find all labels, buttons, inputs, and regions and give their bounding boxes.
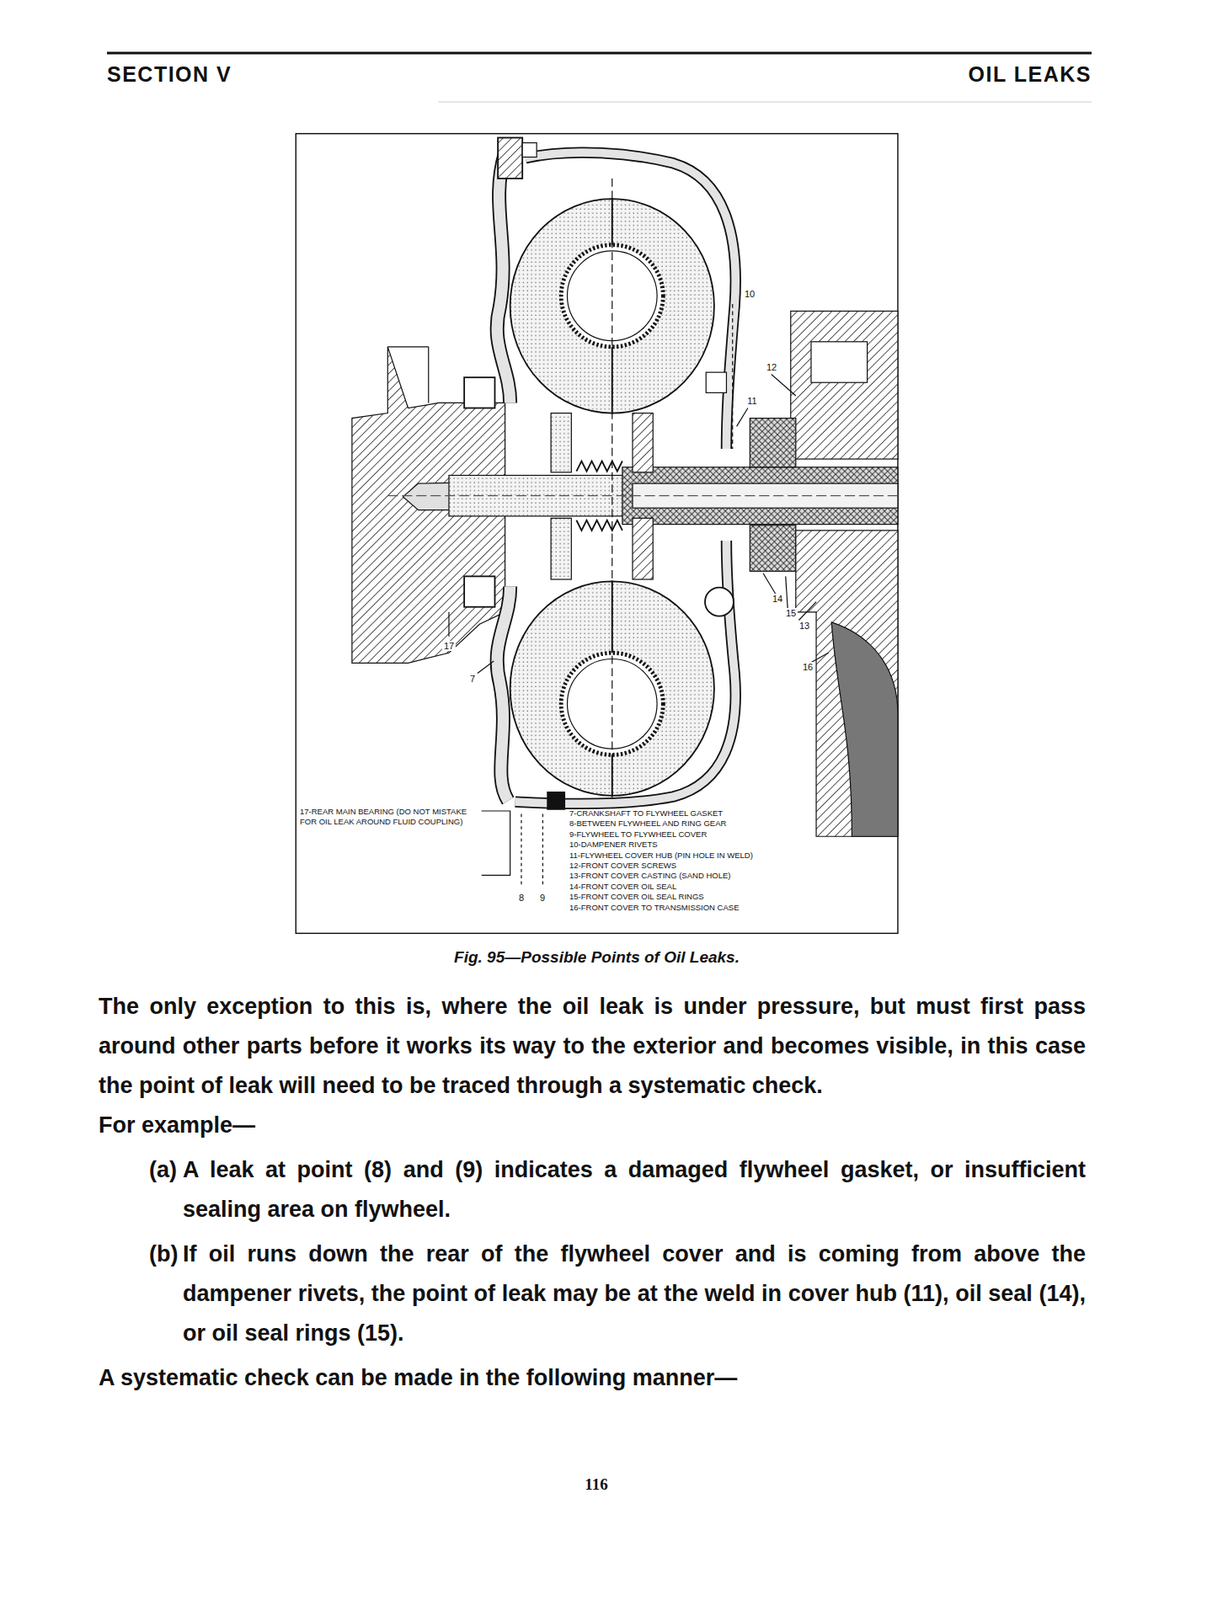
- oil-seal: [749, 525, 796, 572]
- callout-number: 15: [784, 608, 798, 619]
- legend-entry: 9-FLYWHEEL TO FLYWHEEL COVER: [569, 829, 823, 840]
- flywheel-cover: [496, 586, 511, 801]
- legend-entry: 10-DAMPENER RIVETS: [569, 839, 823, 850]
- header-rule: [106, 52, 1092, 55]
- callout-number: 14: [770, 593, 785, 604]
- body-paragraph: The only exception to this is, where the…: [98, 987, 1086, 1106]
- legend-entry: 15-FRONT COVER OIL SEAL RINGS: [569, 891, 823, 903]
- bolt: [546, 791, 566, 811]
- runner-hub: [632, 518, 653, 580]
- section-heading: SECTION V: [106, 62, 232, 87]
- transmission-case: [795, 530, 898, 837]
- legend-entry: 13-FRONT COVER CASTING (SAND HOLE): [569, 870, 823, 882]
- block-outline: [387, 346, 428, 348]
- flywheel-cover-outline: [496, 586, 511, 801]
- callout-number: 9: [538, 892, 547, 903]
- bolt: [497, 138, 523, 179]
- legend-entry: 12-FRONT COVER SCREWS: [569, 860, 823, 871]
- cover-screw: [811, 341, 868, 383]
- legend-entry: 11-FLYWHEEL COVER HUB (PIN HOLE IN WELD): [569, 850, 823, 861]
- list-item: If oil runs down the rear of the flywhee…: [182, 1234, 1086, 1354]
- callout-number: 17: [442, 640, 456, 652]
- bolt: [464, 576, 495, 607]
- body-paragraph: A systematic check can be made in the fo…: [98, 1358, 1086, 1399]
- leader-line: [731, 304, 733, 449]
- leader-line: [771, 374, 796, 396]
- body-paragraph: For example—: [98, 1105, 1086, 1146]
- runner-hub: [550, 413, 572, 473]
- flywheel-cover-outline: [496, 153, 511, 404]
- centre-line: [387, 495, 898, 497]
- list-row: (b)If oil runs down the rear of the flyw…: [149, 1234, 1086, 1354]
- runner-hub: [550, 518, 572, 580]
- callout-number: 11: [745, 395, 759, 406]
- callout-number: 10: [742, 288, 757, 300]
- leader-line: [763, 573, 776, 594]
- callout-number: 13: [797, 620, 812, 631]
- case-section: [831, 622, 898, 837]
- leader-line: [448, 612, 449, 637]
- callout-number: 16: [801, 662, 815, 673]
- fluid-coupling-drawing: [295, 133, 898, 935]
- callout-number: 7: [468, 673, 477, 684]
- leader-line: [477, 661, 494, 674]
- leader-line: [798, 602, 817, 621]
- list-item: A leak at point (8) and (9) indicates a …: [182, 1150, 1086, 1230]
- split-line: [611, 178, 613, 801]
- legend-note: 17-REAR MAIN BEARING (DO NOT MISTAKE FOR…: [299, 806, 474, 828]
- leader-line: [542, 814, 544, 887]
- leader-line: [737, 408, 748, 428]
- rivet: [705, 372, 727, 393]
- pump-boss: [704, 587, 734, 617]
- figure-border: [295, 133, 898, 935]
- nut: [522, 143, 537, 158]
- legend-entry: 14-FRONT COVER OIL SEAL: [569, 881, 823, 892]
- figure-caption: Fig. 95—Possible Points of Oil Leaks.: [295, 948, 898, 967]
- legend-entry: 16-FRONT COVER TO TRANSMISSION CASE: [569, 902, 823, 914]
- callout-number: 12: [764, 362, 779, 373]
- leader-line: [785, 576, 788, 609]
- legend-entry: 8-BETWEEN FLYWHEEL AND RING GEAR: [569, 818, 823, 829]
- section-title: OIL LEAKS: [968, 62, 1092, 87]
- header-thin-rule: [437, 101, 1092, 103]
- leader-line: [520, 814, 522, 887]
- flywheel-cover: [496, 153, 511, 404]
- page-number: 116: [554, 1475, 639, 1495]
- body-text: The only exception to this is, where the…: [98, 987, 1086, 1399]
- bolt: [464, 377, 495, 408]
- list-marker: (a): [149, 1150, 183, 1230]
- runner-hub: [632, 413, 653, 473]
- block-outline: [427, 347, 429, 404]
- front-cover-casting: [790, 310, 898, 460]
- list-row: (a)A leak at point (8) and (9) indicates…: [149, 1150, 1086, 1230]
- oil-seal: [749, 418, 796, 468]
- bracket: [481, 811, 511, 876]
- legend-entry: 7-CRANKSHAFT TO FLYWHEEL GASKET: [569, 808, 823, 819]
- list-marker: (b): [149, 1234, 183, 1354]
- callout-number: 8: [517, 892, 526, 903]
- gear-teeth: [576, 461, 623, 472]
- gear-teeth: [576, 520, 623, 531]
